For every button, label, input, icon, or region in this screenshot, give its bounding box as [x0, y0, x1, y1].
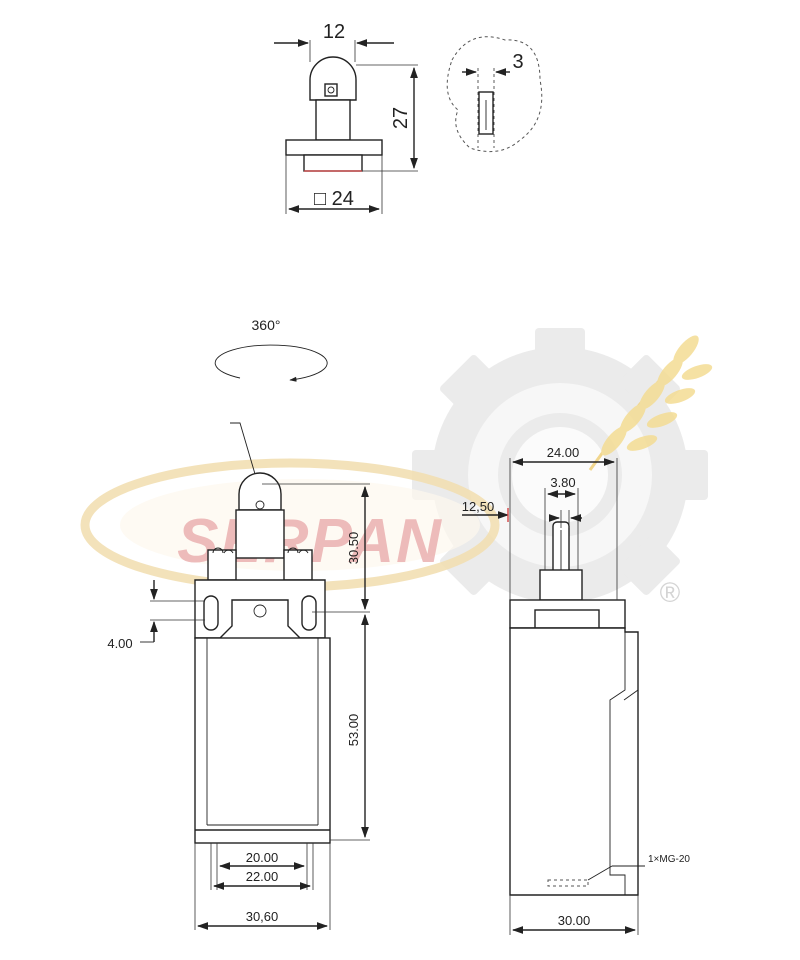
dim-offset: 12,50	[462, 499, 495, 514]
dim-width: 30,60	[246, 909, 279, 924]
gear-icon	[412, 328, 708, 622]
rotation-arrow-icon	[214, 344, 328, 382]
wheat-icon	[588, 335, 713, 471]
dim-head-height: 30.50	[346, 532, 361, 565]
dim-detail-thickness: 3	[512, 51, 523, 73]
dim-height: 27	[390, 107, 412, 129]
side-body	[509, 627, 639, 896]
registered-mark: ®	[660, 577, 681, 608]
lever-stem	[315, 99, 351, 141]
dim-roller-width: 12	[323, 21, 345, 43]
top-view: 12 27 □ 24 3	[274, 21, 543, 214]
cable-gland-label: 1×MG-20	[648, 854, 690, 865]
front-view: 360° 4.00 30.50	[107, 317, 370, 930]
side-view: 1×MG-20 24.00 3.80 12,50 30.00	[462, 445, 690, 935]
dim-roller: 3.80	[550, 475, 575, 490]
dim-body-height: 53.00	[346, 714, 361, 747]
roller-head	[309, 56, 357, 101]
dim-slot: 4.00	[107, 636, 132, 651]
watermark-logo: SERPAN ®	[80, 328, 713, 622]
dim-head-width: 24.00	[547, 445, 580, 460]
rotation-label: 360°	[252, 317, 281, 333]
dim-base: □ 24	[314, 188, 354, 210]
mount-base	[285, 139, 383, 156]
dim-side-width: 30.00	[558, 913, 591, 928]
dim-inner-22: 22.00	[246, 869, 279, 884]
detail-outline	[446, 36, 543, 153]
switch-body	[194, 637, 331, 844]
dim-inner-20: 20.00	[246, 850, 279, 865]
